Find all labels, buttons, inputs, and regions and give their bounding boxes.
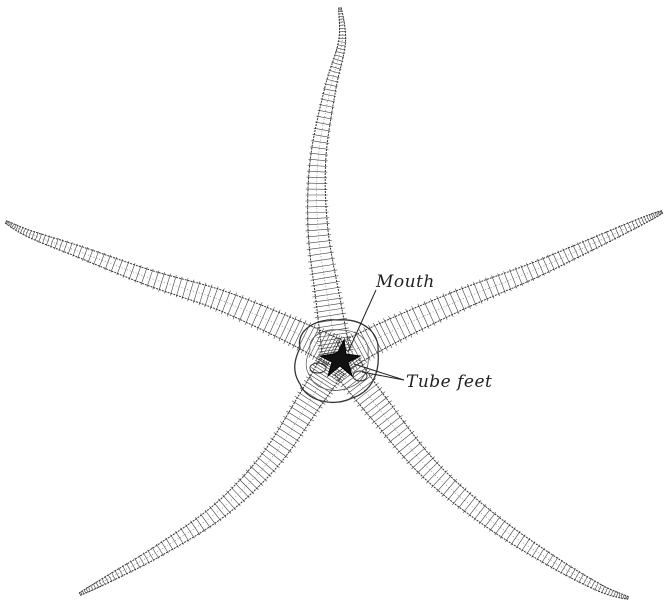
- arm-bottom-left: [79, 356, 347, 595]
- arm-top: [305, 8, 353, 355]
- label-leaders: [348, 290, 404, 380]
- tube-feet-leader-line-1: [354, 364, 404, 380]
- tube-feet-label: Tube feet: [406, 372, 492, 392]
- arms-group: [5, 8, 662, 600]
- mouth-label: Mouth: [375, 272, 435, 292]
- arm-left: [5, 221, 342, 368]
